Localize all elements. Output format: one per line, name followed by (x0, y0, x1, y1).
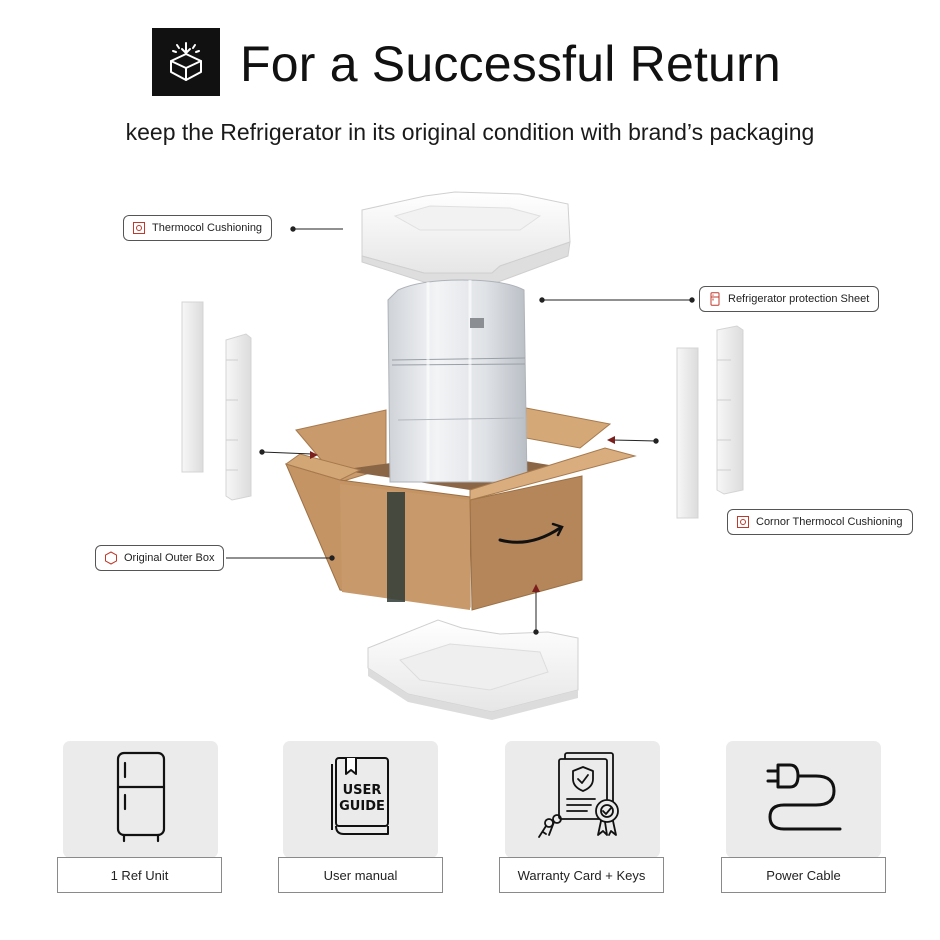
callout-refrigerator-protection-sheet: Refrigerator protection Sheet (699, 286, 880, 312)
box-return-icon (152, 28, 220, 96)
right-corner-cushions (676, 325, 744, 519)
callout-lines (226, 226, 695, 635)
outer-box-front (284, 447, 637, 611)
cushion-icon (736, 515, 750, 529)
callout-corner-thermocol-cushioning: Cornor Thermocol Cushioning (727, 509, 913, 535)
item-card-warranty (505, 741, 660, 858)
fridge-outline-icon (708, 292, 722, 306)
item-label: Power Cable (721, 857, 886, 893)
item-label: 1 Ref Unit (57, 857, 222, 893)
arrow-heads (310, 436, 615, 592)
top-thermocol-cushion (361, 191, 571, 283)
item-card-user-manual: USER GUIDE (283, 741, 438, 858)
svg-text:GUIDE: GUIDE (339, 799, 385, 814)
user-guide-icon: USER GUIDE (328, 754, 394, 845)
callout-thermocol-cushioning: Thermocol Cushioning (123, 215, 273, 241)
warranty-card-icon (535, 749, 631, 850)
item-card-power-cable (726, 741, 881, 858)
item-label: User manual (278, 857, 443, 893)
item-label: Warranty Card + Keys (499, 857, 664, 893)
callout-label: Refrigerator protection Sheet (728, 293, 870, 305)
hexagon-icon (104, 551, 118, 565)
item-card-ref-unit (63, 741, 218, 858)
left-corner-cushions (181, 301, 252, 501)
cushion-icon (132, 221, 146, 235)
svg-text:USER: USER (342, 783, 381, 798)
callout-label: Thermocol Cushioning (152, 222, 263, 234)
power-plug-icon (764, 757, 844, 842)
callout-label: Original Outer Box (124, 552, 215, 564)
callout-original-outer-box: Original Outer Box (95, 545, 225, 571)
packaging-diagram (181, 191, 744, 720)
callout-label: Cornor Thermocol Cushioning (756, 516, 903, 528)
page-subtitle: keep the Refrigerator in its original co… (125, 119, 815, 145)
bottom-thermocol-cushion (367, 619, 579, 720)
fridge-icon (115, 751, 167, 848)
wrapped-refrigerator (387, 279, 528, 483)
page-title: For a Successful Return (240, 36, 781, 92)
